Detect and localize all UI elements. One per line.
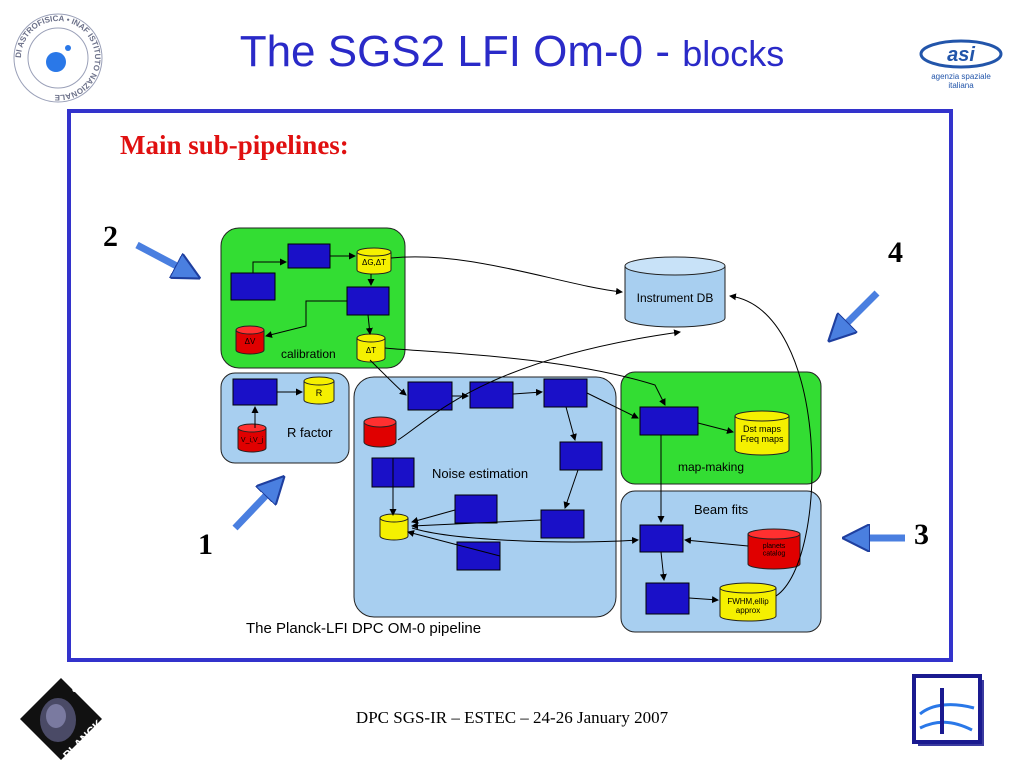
cyl-noise-params [379,513,409,541]
svg-text:asi: asi [947,44,975,66]
svg-text:ΔV: ΔV [245,337,256,346]
inaf-logo: DI ASTROFISICA • INAF ISTITUTO NAZIONALE [10,10,106,106]
proc-beam-1 [639,524,684,553]
asi-caption: agenzia spaziale italiana [931,72,991,90]
esa-label: esa [72,684,88,694]
cyl-noise-input [363,416,397,448]
proc-noise-4 [559,441,603,471]
cyl-r: R [303,376,335,405]
proc-noise-7 [540,509,585,539]
footer-text: DPC SGS-IR – ESTEC – 24-26 January 2007 [355,708,669,727]
lfi-logo [912,674,988,748]
label-beamfits: Beam fits [694,502,749,517]
title-sub: blocks [682,33,785,74]
proc-noise-3 [543,378,588,408]
cyl-dv: ΔV [235,325,265,355]
proc-beam-2 [645,582,690,615]
slide-title: The SGS2 LFI Om-0 - blocks [0,30,1024,74]
arrow-2 [135,241,188,272]
label-noise: Noise estimation [432,466,528,481]
cyl-vv: V_i,V_j [237,423,267,453]
proc-noise-2 [469,381,514,409]
callout-3: 3 [914,518,929,551]
callout-2: 2 [103,220,118,253]
proc-mapmaking [639,406,699,436]
asi-logo: asi agenzia spaziale italiana [916,34,1006,94]
label-rfactor: R factor [287,425,333,440]
arrow-4 [838,290,880,332]
cyl-g1: ΔG,ΔT [356,247,392,275]
proc-cal-3 [346,286,390,316]
cyl-dt: ΔT [356,333,386,363]
proc-noise-1 [407,381,453,411]
planck-logo: esa PLANCK [18,676,106,762]
title-main: The SGS2 LFI Om-0 - [239,27,671,76]
svg-text:ΔG,ΔT: ΔG,ΔT [362,258,386,267]
arrow-1 [232,486,275,531]
callout-1: 1 [198,528,213,561]
proc-cal-2 [230,272,276,301]
region-mapmaking [620,371,822,485]
diagram-caption: The Planck-LFI DPC OM-0 pipeline [246,620,481,637]
callout-4: 4 [888,236,903,269]
instrument-db: Instrument DB [624,256,726,328]
svg-text:ΔT: ΔT [366,346,376,355]
proc-noise-6 [454,494,498,524]
section-heading: Main sub-pipelines: [120,130,349,160]
proc-cal-1 [287,243,331,269]
instrument-db-label: Instrument DB [637,291,714,305]
label-mapmaking: map-making [678,460,744,474]
svg-text:R: R [316,388,323,398]
proc-rfactor [232,378,278,406]
label-calibration: calibration [281,347,336,361]
svg-text:V_i,V_j: V_i,V_j [241,437,264,444]
